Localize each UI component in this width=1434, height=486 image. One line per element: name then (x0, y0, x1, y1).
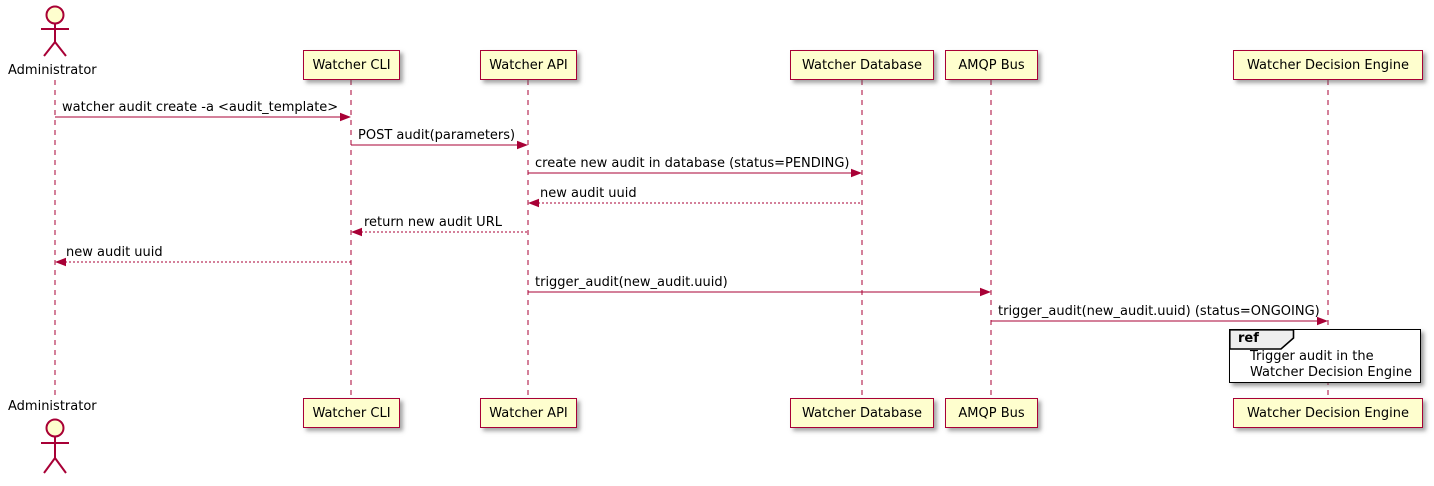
message-arrowhead-6 (55, 257, 66, 267)
participant-bottom-watcher-decision-engine: Watcher Decision Engine (1233, 398, 1423, 428)
actor-figure-bottom (41, 418, 69, 474)
participant-top-amqp-bus: AMQP Bus (945, 50, 1038, 80)
actor-label-top: Administrator (8, 63, 97, 78)
message-label-4: new audit uuid (540, 186, 637, 201)
message-arrowhead-2 (517, 140, 528, 150)
message-arrowhead-1 (340, 112, 351, 122)
ref-header: ref (1229, 329, 1295, 350)
message-arrowhead-7 (980, 287, 991, 297)
message-label-2: POST audit(parameters) (358, 128, 516, 143)
message-label-1: watcher audit create -a <audit_template> (62, 100, 339, 115)
participant-top-watcher-api: Watcher API (480, 50, 577, 80)
ref-header-shape (1229, 329, 1295, 350)
participant-top-watcher-cli: Watcher CLI (303, 50, 400, 80)
message-arrowhead-5 (351, 227, 362, 237)
message-label-6: new audit uuid (66, 245, 163, 260)
ref-text: Trigger audit in the Watcher Decision En… (1250, 349, 1412, 381)
message-label-7: trigger_audit(new_audit.uuid) (535, 275, 728, 290)
participant-bottom-watcher-database: Watcher Database (790, 398, 934, 428)
participant-top-watcher-decision-engine: Watcher Decision Engine (1233, 50, 1423, 80)
participant-top-watcher-database: Watcher Database (790, 50, 934, 80)
message-arrowhead-8 (1317, 316, 1328, 326)
ref-keyword: ref (1238, 331, 1259, 346)
ref-text-line-2: Watcher Decision Engine (1250, 365, 1412, 380)
ref-text-line-1: Trigger audit in the (1250, 349, 1374, 364)
message-arrowhead-3 (851, 168, 862, 178)
message-arrowhead-4 (528, 198, 539, 208)
message-label-8: trigger_audit(new_audit.uuid) (status=ON… (998, 304, 1320, 319)
message-label-5: return new audit URL (364, 215, 502, 230)
ref-fragment: ref Trigger audit in the Watcher Decisio… (1229, 329, 1421, 383)
participant-bottom-watcher-cli: Watcher CLI (303, 398, 400, 428)
actor-label-bottom: Administrator (8, 399, 97, 414)
actor-figure-top (41, 5, 69, 57)
participant-bottom-amqp-bus: AMQP Bus (945, 398, 1038, 428)
message-label-3: create new audit in database (status=PEN… (535, 156, 850, 171)
participant-bottom-watcher-api: Watcher API (480, 398, 577, 428)
